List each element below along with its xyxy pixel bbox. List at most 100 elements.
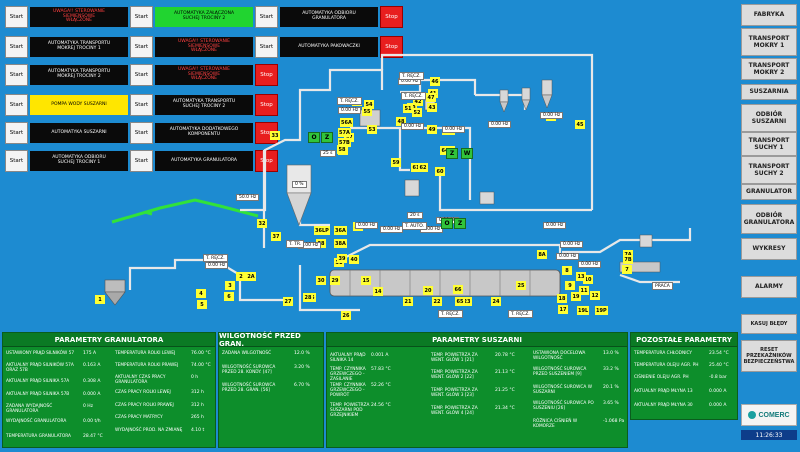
mode-tag[interactable]: T. AUTO. bbox=[402, 222, 427, 230]
device-number[interactable]: 55 bbox=[362, 107, 372, 116]
device-number[interactable]: 59 bbox=[391, 158, 401, 167]
start-button[interactable]: Start bbox=[5, 122, 28, 144]
device-number[interactable]: 39 bbox=[337, 254, 347, 263]
side-menu-button[interactable]: RESET PRZEKAŹNIKÓW BEZPIECZEŃSTWA bbox=[741, 340, 797, 372]
stop-button[interactable]: Stop bbox=[255, 150, 278, 172]
device-number[interactable]: 8A bbox=[537, 250, 547, 259]
device-number[interactable]: 43 bbox=[427, 103, 437, 112]
mode-tag[interactable]: T. RĘCZ. bbox=[203, 254, 228, 262]
side-menu-button[interactable]: TRANSPORT SUCHY 1 bbox=[741, 132, 797, 156]
status-work-label[interactable]: PRACA bbox=[652, 282, 673, 290]
device-number[interactable]: 62 bbox=[418, 163, 428, 172]
start-button[interactable]: Start bbox=[130, 122, 153, 144]
device-number[interactable]: 52 bbox=[412, 108, 422, 117]
device-number[interactable]: 5 bbox=[197, 300, 207, 309]
device-number[interactable]: 19 bbox=[571, 292, 581, 301]
device-number[interactable]: 24 bbox=[491, 297, 501, 306]
device-number[interactable]: 33 bbox=[270, 131, 280, 140]
device-number[interactable]: 19P bbox=[595, 306, 608, 315]
device-number[interactable]: 3 bbox=[225, 281, 235, 290]
device-number[interactable]: 49 bbox=[427, 125, 437, 134]
device-number[interactable]: 54 bbox=[364, 100, 374, 109]
device-number[interactable]: 45 bbox=[575, 120, 585, 129]
device-number[interactable]: 36A bbox=[334, 226, 347, 235]
device-number[interactable]: 56A bbox=[340, 118, 353, 127]
device-number[interactable]: 6 bbox=[224, 292, 234, 301]
mode-tag[interactable]: T. RĘCZ. bbox=[337, 97, 362, 105]
device-number[interactable]: 37 bbox=[271, 232, 281, 241]
device-number[interactable]: 14 bbox=[373, 287, 383, 296]
device-number[interactable]: 46 bbox=[430, 77, 440, 86]
device-number[interactable]: 2 bbox=[236, 272, 246, 281]
start-button[interactable]: Start bbox=[130, 150, 153, 172]
device-number[interactable]: 64 bbox=[440, 146, 450, 155]
side-menu-button[interactable]: WYKRESY bbox=[741, 238, 797, 260]
device-number[interactable]: 29 bbox=[330, 276, 340, 285]
device-number[interactable]: 30 bbox=[316, 276, 326, 285]
device-number[interactable]: 20 bbox=[423, 286, 433, 295]
device-number[interactable]: 19L bbox=[577, 306, 590, 315]
device-number[interactable]: 15 bbox=[361, 276, 371, 285]
device-number[interactable]: 7B bbox=[623, 255, 633, 264]
device-number[interactable]: 48 bbox=[396, 117, 406, 126]
valve-toggle[interactable]: Z bbox=[321, 132, 333, 143]
mode-tag[interactable]: T. TR. bbox=[286, 240, 305, 248]
stop-button[interactable]: Stop bbox=[255, 94, 278, 116]
device-number[interactable]: 17 bbox=[558, 305, 568, 314]
valve-toggle[interactable]: O bbox=[441, 218, 453, 229]
start-button[interactable]: Start bbox=[130, 6, 153, 28]
device-number[interactable]: 13 bbox=[576, 272, 586, 281]
mode-tag[interactable]: T. RĘCZ. bbox=[438, 310, 463, 318]
valve-toggle[interactable]: Z bbox=[454, 218, 466, 229]
device-number[interactable]: 7A bbox=[623, 250, 633, 259]
mode-tag[interactable]: T. RĘCZ. bbox=[399, 72, 424, 80]
side-menu-button[interactable]: SUSZARNIA bbox=[741, 84, 797, 100]
start-button[interactable]: Start bbox=[5, 150, 28, 172]
stop-button[interactable]: Stop bbox=[255, 64, 278, 86]
device-number[interactable]: 57B bbox=[338, 138, 351, 147]
side-menu-button[interactable]: TRANSPORT MOKRY 2 bbox=[741, 58, 797, 80]
device-number[interactable]: 38A bbox=[334, 239, 347, 248]
start-button[interactable]: Start bbox=[255, 36, 278, 58]
start-button[interactable]: Start bbox=[255, 6, 278, 28]
device-number[interactable]: 9 bbox=[565, 281, 575, 290]
device-number[interactable]: 65 bbox=[455, 297, 465, 306]
device-number[interactable]: 18 bbox=[557, 294, 567, 303]
mode-tag[interactable]: T. RĘCZ. bbox=[401, 92, 426, 100]
device-number[interactable]: 25 bbox=[516, 281, 526, 290]
start-button[interactable]: Start bbox=[5, 64, 28, 86]
start-button[interactable]: Start bbox=[130, 36, 153, 58]
side-menu-button[interactable]: TRANSPORT SUCHY 2 bbox=[741, 156, 797, 184]
device-number[interactable]: 12 bbox=[590, 291, 600, 300]
device-number[interactable]: 32 bbox=[257, 219, 267, 228]
device-number[interactable]: 58 bbox=[337, 145, 347, 154]
device-number[interactable]: 57A bbox=[338, 128, 351, 137]
side-menu-button[interactable]: KASUJ BŁĘDY bbox=[741, 314, 797, 334]
valve-toggle[interactable]: O bbox=[308, 132, 320, 143]
device-number[interactable]: 22 bbox=[432, 297, 442, 306]
device-number[interactable]: 36LP bbox=[314, 226, 330, 235]
device-number[interactable]: 23 bbox=[462, 297, 472, 306]
side-menu-button[interactable]: TRANSPORT MOKRY 1 bbox=[741, 28, 797, 56]
side-menu-button[interactable]: ODBIÓR SUSZARNI bbox=[741, 104, 797, 132]
stop-button[interactable]: Stop bbox=[380, 6, 403, 28]
device-number[interactable]: 61 bbox=[411, 163, 421, 172]
device-number[interactable]: 47 bbox=[426, 93, 436, 102]
start-button[interactable]: Start bbox=[5, 6, 28, 28]
device-number[interactable]: 26 bbox=[341, 311, 351, 320]
side-menu-button[interactable]: ALARMY bbox=[741, 276, 797, 298]
device-number[interactable]: 11 bbox=[579, 286, 589, 295]
device-number[interactable]: 1 bbox=[95, 295, 105, 304]
device-number[interactable]: 42 bbox=[413, 97, 423, 106]
device-number[interactable]: 10 bbox=[583, 275, 593, 284]
start-button[interactable]: Start bbox=[5, 94, 28, 116]
device-number[interactable]: 28 bbox=[303, 293, 313, 302]
device-number[interactable]: 40 bbox=[349, 255, 359, 264]
device-number[interactable]: 60 bbox=[435, 167, 445, 176]
device-number[interactable]: 4 bbox=[196, 289, 206, 298]
mode-tag[interactable]: T. RĘCZ. bbox=[508, 310, 533, 318]
valve-toggle[interactable]: W bbox=[461, 148, 473, 159]
device-number[interactable]: 21 bbox=[403, 297, 413, 306]
device-number[interactable]: 57 bbox=[344, 133, 354, 142]
device-number[interactable]: 53 bbox=[367, 125, 377, 134]
